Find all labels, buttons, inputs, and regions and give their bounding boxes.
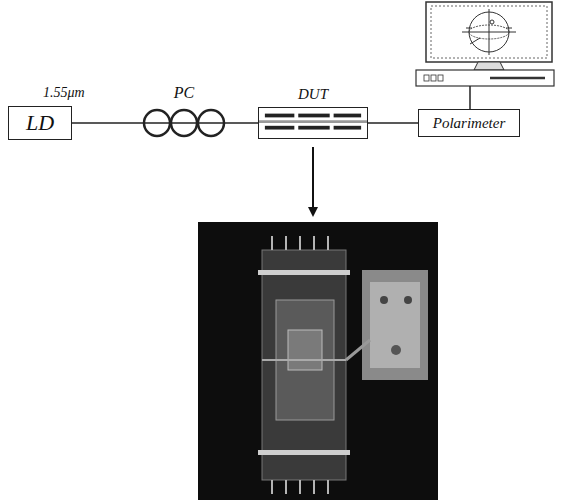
waveguide-symbol <box>259 108 367 138</box>
device-photo <box>198 222 438 500</box>
fiber-link <box>368 122 418 124</box>
fiber-link <box>228 122 258 124</box>
laser-label: LD <box>26 111 54 135</box>
polarimeter-label: Polarimeter <box>433 115 506 132</box>
polarimeter-box: Polarimeter <box>418 109 520 137</box>
device-label: DUT <box>298 86 328 103</box>
pointer-arrow <box>312 147 314 212</box>
fiber-link <box>72 122 140 124</box>
controller-label: PC <box>174 84 194 102</box>
polarization-controller: PC <box>140 108 228 138</box>
fiber-coil-symbol <box>140 108 228 138</box>
wavelength-label: 1.55μm <box>43 85 85 100</box>
laser-box: 1.55μmLD <box>8 106 72 140</box>
device-box: DUT <box>258 107 368 139</box>
cable <box>469 86 471 109</box>
computer-icon <box>416 2 554 86</box>
